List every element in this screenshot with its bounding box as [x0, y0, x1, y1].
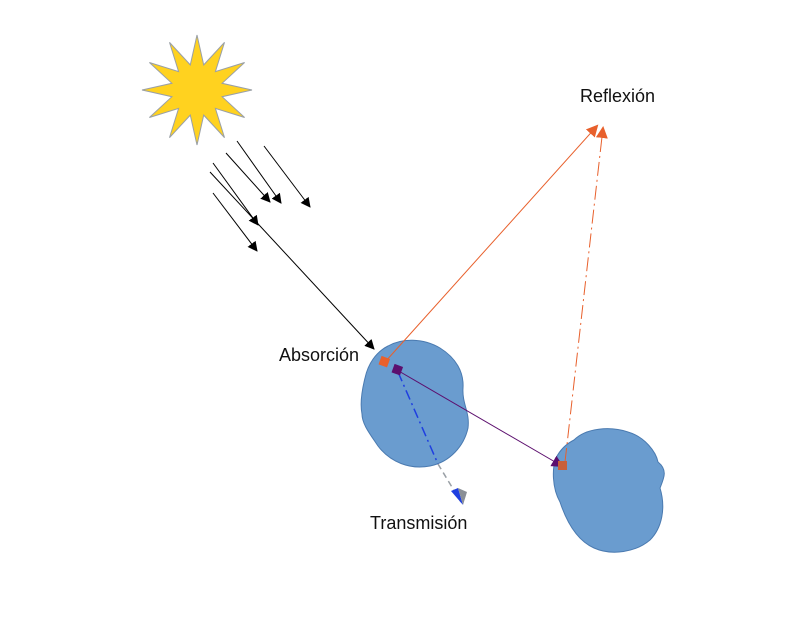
absorption-point-marker [378, 355, 391, 368]
transmission-ray [397, 371, 439, 465]
transmission-ray-exit [437, 463, 462, 503]
transmission-arrowhead-gray [458, 488, 467, 505]
scatter-origin-marker [391, 363, 404, 376]
transmission-arrowhead [451, 488, 463, 505]
particle-1 [360, 339, 469, 468]
reflection-ray-2 [564, 126, 608, 463]
sun-ray-4 [212, 162, 259, 226]
sun-rays [212, 140, 311, 252]
absorption-label: Absorción [279, 345, 360, 365]
incident-ray [209, 171, 375, 350]
reflection-ray-1 [384, 124, 599, 363]
transmission-label: Transmisión [370, 513, 468, 533]
reflection-label: Reflexión [580, 86, 656, 106]
particle-2-hit-marker [558, 461, 567, 470]
sun-ray-5 [212, 192, 258, 252]
particle-2 [552, 428, 665, 553]
scatter-ray [396, 369, 564, 468]
sun-ray-1 [236, 140, 282, 204]
sun-ray-2 [263, 145, 311, 208]
sun-ray-3 [225, 152, 271, 203]
sun-icon [141, 34, 253, 146]
